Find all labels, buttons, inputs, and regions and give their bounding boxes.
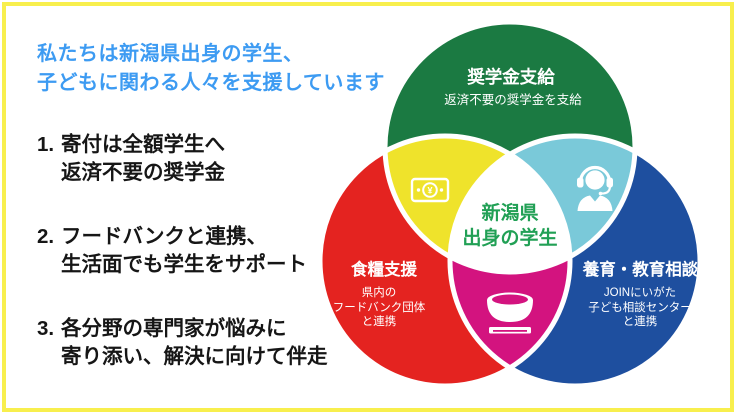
key-point-item: 1. 寄付は全額学生へ 返済不要の奨学金 xyxy=(37,131,367,187)
key-point-text: 各分野の専門家が悩みに 寄り添い、解決に向けて伴走 xyxy=(61,317,328,368)
food-circle-title: 食糧支援 xyxy=(351,261,417,279)
venn-center-region xyxy=(450,136,570,272)
key-point-text: 寄付は全額学生へ 返済不要の奨学金 xyxy=(61,133,225,184)
key-point-number: 2. xyxy=(37,225,55,248)
key-point-item: 3. 各分野の専門家が悩みに 寄り添い、解決に向けて伴走 xyxy=(37,315,367,371)
key-point-text: フードバンクと連携、 生活面でも学生をサポート xyxy=(61,225,307,276)
food-circle-subtitle: 県内の フードバンク団体 と連携 xyxy=(332,287,426,328)
consult-circle-title: 養育・教育相談 xyxy=(582,261,699,279)
svg-text:¥: ¥ xyxy=(427,186,432,196)
banknote-icon: ¥ xyxy=(410,177,450,203)
intro-heading: 私たちは新潟県出身の学生、 子どもに関わる人々を支援しています xyxy=(37,43,385,94)
key-point-number: 1. xyxy=(37,133,55,156)
consult-circle-subtitle: JOINにいがた 子ども相談センター と連携 xyxy=(588,287,692,328)
scholarship-circle-title: 奨学金支給 xyxy=(467,67,555,87)
venn-center-label: 新潟県 出身の学生 xyxy=(462,203,558,249)
region-separators xyxy=(317,19,703,389)
key-point-number: 3. xyxy=(37,317,55,340)
headset-icon xyxy=(577,165,613,211)
key-points-list: 1. 寄付は全額学生へ 返済不要の奨学金 2. フードバンクと連携、 生活面でも… xyxy=(37,131,367,407)
key-point-item: 2. フードバンクと連携、 生活面でも学生をサポート xyxy=(37,223,367,279)
scholarship-circle-subtitle: 返済不要の奨学金を支給 xyxy=(444,93,582,107)
bowl-icon xyxy=(487,292,533,334)
